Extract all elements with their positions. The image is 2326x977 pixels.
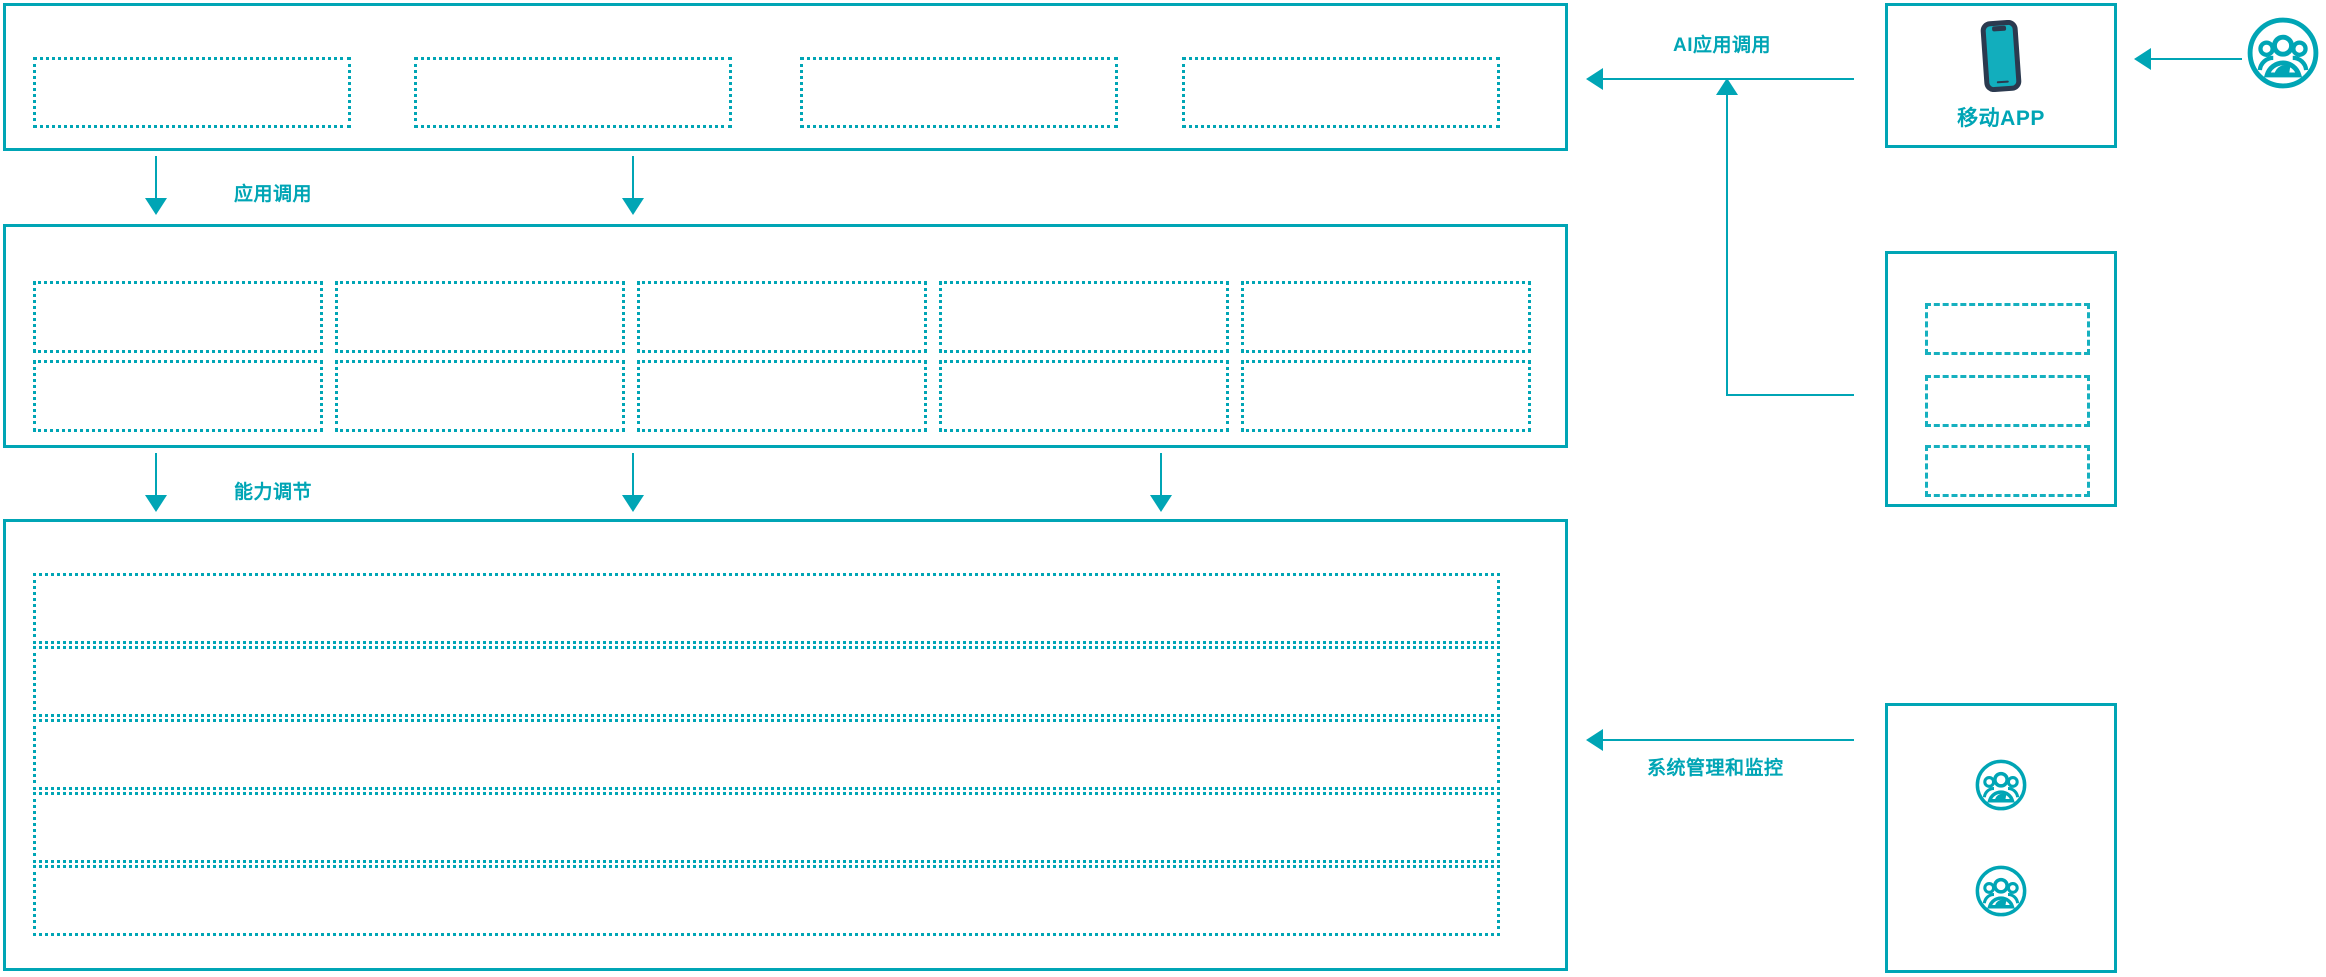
application-block-4-label [1185,60,1497,125]
admin-users-card[interactable] [1885,703,2117,973]
service-list-item-1[interactable] [1925,303,2090,355]
application-block-4[interactable] [1182,57,1500,128]
end-user-arrow-head [2134,48,2151,70]
end-user-icon[interactable] [2244,14,2322,92]
application-block-1-label [36,60,348,125]
capability-arrow-shaft-2 [632,453,634,497]
mobile-app-card-label: 移动APP [1957,106,2045,130]
capability-block-r2c5[interactable] [1241,360,1531,432]
flow-label-sys-monitor: 系统管理和监控 [1647,758,1784,779]
service-list-item-3[interactable] [1925,445,2090,497]
service-uplink-base [1726,394,1854,396]
service-uplink-shaft [1726,94,1728,396]
platform-bar-3[interactable] [33,719,1500,790]
app-call-arrow-shaft-1 [155,156,157,200]
capability-block-r2c3[interactable] [637,360,927,432]
capability-arrow-head-3 [1150,495,1172,512]
capability-arrow-head-1 [145,495,167,512]
capability-block-r2c4[interactable] [939,360,1229,432]
flow-label-app-call: 应用调用 [234,184,313,205]
service-list-item-2[interactable] [1925,375,2090,427]
capability-block-r2c2[interactable] [335,360,625,432]
app-call-arrow-head-1 [145,198,167,215]
end-user-arrow-shaft [2150,58,2242,60]
application-block-2[interactable] [414,57,732,128]
app-call-arrow-shaft-2 [632,156,634,200]
capability-block-r1c2[interactable] [335,281,625,353]
application-block-3-label [803,60,1115,125]
user-group-icon[interactable] [1973,863,2029,919]
application-block-1[interactable] [33,57,351,128]
platform-bar-1[interactable] [33,573,1500,644]
service-uplink-head [1716,78,1738,95]
smartphone-icon [1980,19,2022,92]
capability-block-r1c5[interactable] [1241,281,1531,353]
capability-arrow-head-2 [622,495,644,512]
platform-bar-4[interactable] [33,792,1500,863]
sys-monitor-arrow-head [1586,729,1603,751]
app-call-arrow-head-2 [622,198,644,215]
capability-block-r1c4[interactable] [939,281,1229,353]
sys-monitor-arrow-shaft [1602,739,1854,741]
platform-bar-2[interactable] [33,646,1500,717]
application-block-2-label [417,60,729,125]
flow-label-ai-app-call: AI应用调用 [1673,35,1772,56]
user-group-icon[interactable] [1973,757,2029,813]
capability-arrow-shaft-1 [155,453,157,497]
capability-block-r1c3[interactable] [637,281,927,353]
capability-arrow-shaft-3 [1160,453,1162,497]
platform-bar-5[interactable] [33,865,1500,936]
flow-label-capability: 能力调节 [234,482,313,503]
application-block-3[interactable] [800,57,1118,128]
capability-block-r1c1[interactable] [33,281,323,353]
capability-block-r2c1[interactable] [33,360,323,432]
mobile-app-card[interactable]: 移动APP [1885,3,2117,148]
ai-app-call-arrow-head [1586,68,1603,90]
